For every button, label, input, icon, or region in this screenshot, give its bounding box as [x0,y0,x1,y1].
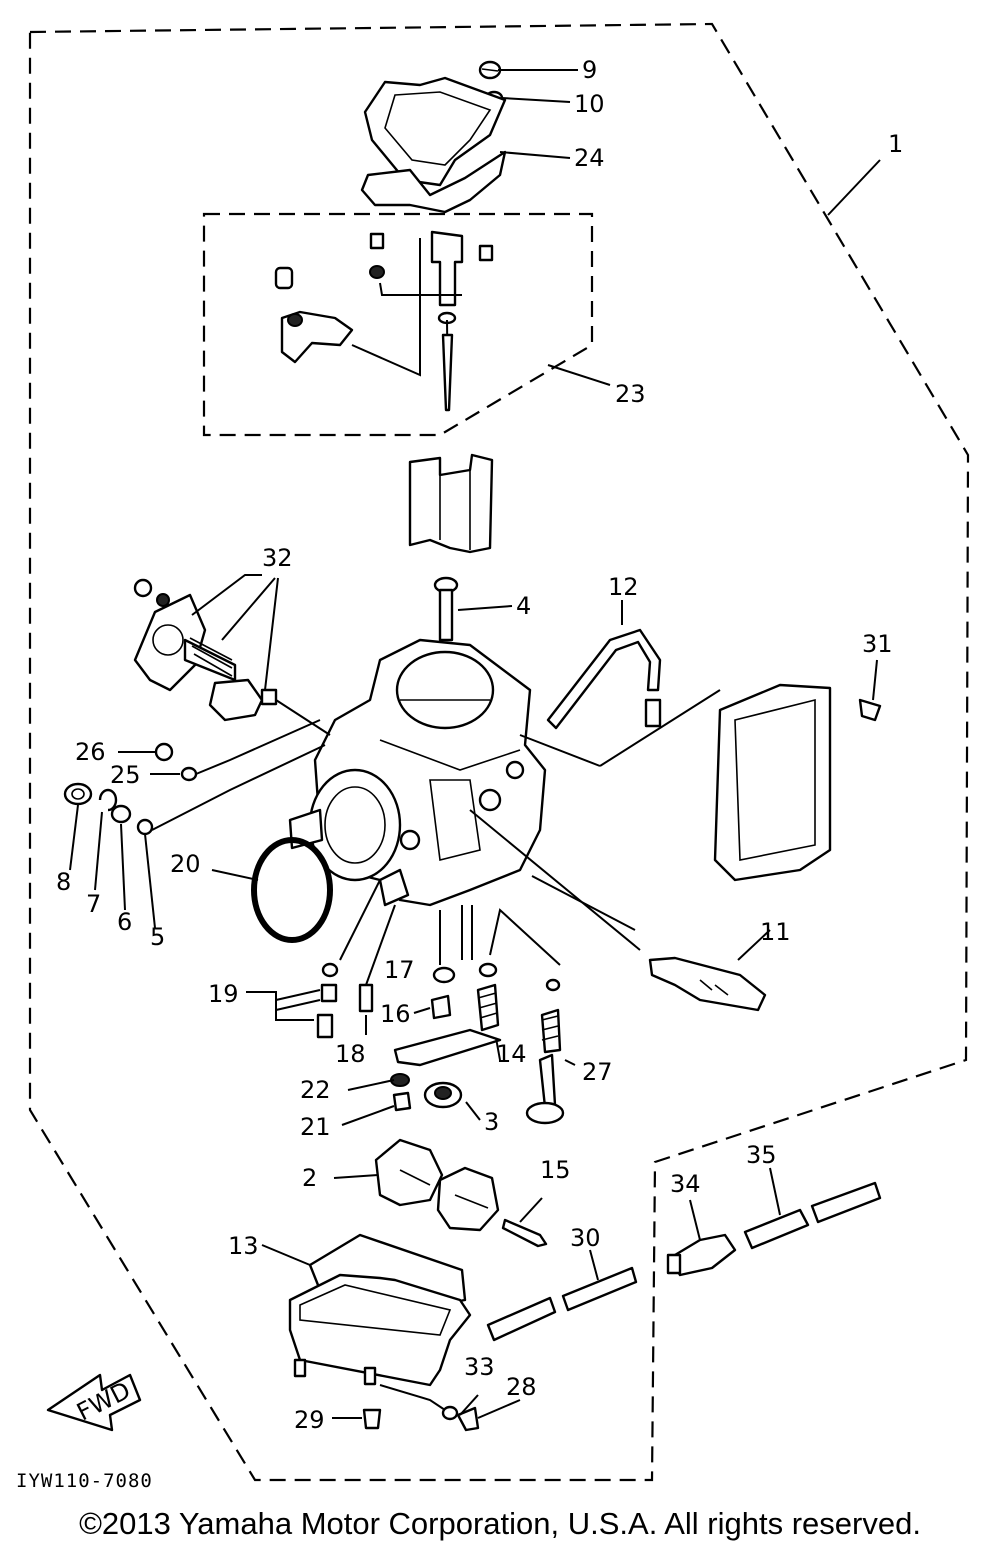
callout-22: 22 [300,1076,331,1104]
callout-16: 16 [380,1000,411,1028]
needle-jet-part-4 [433,576,459,642]
needle-holder-plate [430,230,494,307]
screw-part-31 [858,698,882,722]
callout-31: 31 [862,630,893,658]
callout-23: 23 [615,380,646,408]
carburetor-exploded-diagram: FWD [28,22,970,1482]
washer-part-33 [441,1405,459,1421]
callout-9: 9 [582,56,597,84]
callout-6: 6 [117,908,132,936]
float-pin-part-15 [501,1218,548,1248]
carburetor-body [288,638,547,907]
callout-29: 29 [294,1406,325,1434]
joint-part-34 [666,1233,737,1277]
callout-12: 12 [608,573,639,601]
jet-needle [437,311,457,412]
callout-26: 26 [75,738,106,766]
callout-17: 17 [384,956,415,984]
callout-30: 30 [570,1224,601,1252]
top-cover-part [363,76,507,187]
callout-24: 24 [574,144,605,172]
callout-28: 28 [506,1373,537,1401]
callout-2: 2 [302,1164,317,1192]
float-plate [393,1028,502,1067]
callout-25: 25 [110,761,141,789]
callout-15: 15 [540,1156,571,1184]
callout-1: 1 [888,130,903,158]
washer-part-25 [180,766,198,782]
screw-part-28 [456,1406,480,1432]
callout-13: 13 [228,1232,259,1260]
screw-part-29 [362,1408,382,1430]
callout-27: 27 [582,1058,613,1086]
diagram-code: IYW110-7080 [16,1470,153,1492]
screw-part-9 [478,60,502,80]
starter-plunger-part-11 [648,956,767,1012]
copyright-notice: ©2013 Yamaha Motor Corporation, U.S.A. A… [79,1506,921,1541]
assembly-boundary-outline [28,22,970,1482]
float-chamber [288,1273,472,1387]
callout-34: 34 [670,1170,701,1198]
vent-hose-part-12 [546,628,662,730]
callout-35: 35 [746,1141,777,1169]
washer-part-6 [110,804,132,824]
washer-part-17 [432,966,456,984]
grommet-part-3 [423,1081,463,1109]
drain-hose-part-30 [486,1266,638,1342]
callout-7: 7 [86,890,101,918]
cover-plate-part [713,683,832,882]
jet-part-18 [358,983,374,1013]
jet-needle-kit-boundary [202,212,594,437]
hose-part-35 [743,1181,882,1250]
needle-holder-screw [369,232,385,279]
needle-valve-part-14 [476,962,500,1032]
throttle-valve-part [408,453,494,554]
kit-leader-lines [351,238,462,377]
callout-21: 21 [300,1113,331,1141]
callout-11: 11 [760,918,791,946]
throttle-lever [274,266,354,364]
float-part-2 [374,1138,500,1232]
screw-part-21 [392,1091,412,1112]
main-jet-part-16 [430,994,452,1020]
callout-5: 5 [150,923,165,951]
callout-14: 14 [496,1040,527,1068]
pilot-jet-part-19 [316,962,339,1039]
callout-32: 32 [262,544,293,572]
callout-18: 18 [335,1040,366,1068]
o-ring-part-20 [251,837,333,943]
cap-part-8 [63,782,93,806]
callout-33: 33 [464,1353,495,1381]
callout-20: 20 [170,850,201,878]
clip-part-7 [98,788,118,812]
callout-4: 4 [516,592,531,620]
hose-end [644,698,662,728]
callout-3: 3 [484,1108,499,1136]
fwd-arrow-icon: FWD [46,1373,142,1432]
spring-part-5 [136,818,154,836]
throttle-stop-screw-part-27 [525,978,565,1125]
gasket-part-24 [360,150,507,214]
leader-lines [69,69,881,1419]
callout-8: 8 [56,868,71,896]
screw-part-26 [154,742,174,762]
diaphragm-assembly-part-32 [133,578,278,722]
callout-19: 19 [208,980,239,1008]
callout-10: 10 [574,90,605,118]
